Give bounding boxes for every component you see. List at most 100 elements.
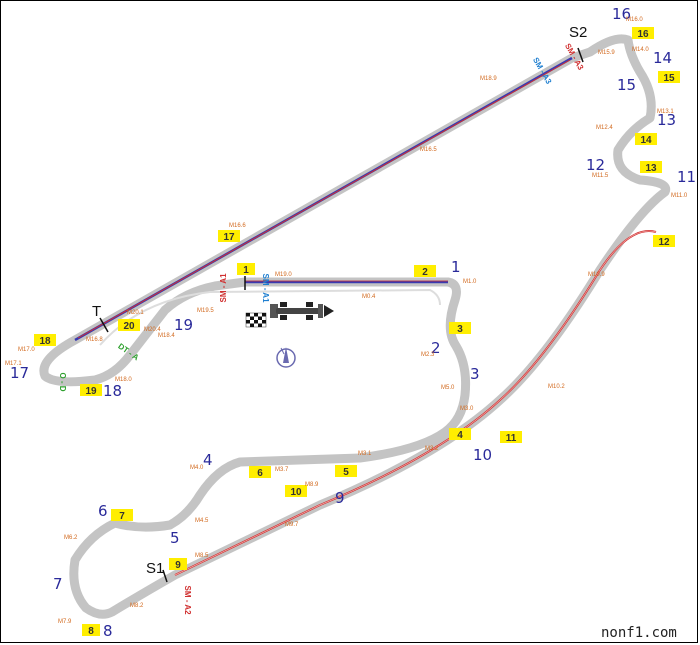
svg-text:20: 20 [123, 321, 135, 332]
marker-label: M20.4 [144, 327, 161, 333]
corner-box-8: 8 [82, 624, 100, 637]
turn-number-17: 17 [10, 364, 29, 382]
marker-label: M3.7 [275, 467, 289, 473]
marker-label: M3.1 [358, 451, 372, 457]
turn-number-8: 8 [103, 622, 113, 640]
marker-label: M8.9 [305, 482, 319, 488]
corner-box-11: 11 [500, 431, 522, 444]
turn-number-10: 10 [473, 446, 492, 464]
marker-label: M16.8 [86, 337, 103, 343]
svg-text:4: 4 [457, 430, 463, 441]
drs-zone-line-inner [174, 230, 657, 576]
marker-label: M13.1 [657, 109, 674, 115]
marker-label: M18.9 [480, 76, 497, 82]
svg-text:5: 5 [343, 467, 349, 478]
svg-text:19: 19 [85, 386, 97, 397]
corner-box-20: 20 [118, 319, 140, 332]
turn-number-19: 19 [174, 316, 193, 334]
marker-label: M20.1 [127, 310, 144, 316]
corner-box-9: 9 [169, 558, 187, 571]
corner-box-13: 13 [640, 161, 662, 174]
svg-text:8: 8 [88, 626, 94, 637]
marker-label: M8.2 [130, 603, 144, 609]
sector-label-s2: S2 [569, 24, 587, 41]
turn-numbers: 1 2 3 4 5 6 7 8 9 10 11 12 13 14 15 16 1… [10, 5, 696, 640]
chequered-flag-icon [245, 312, 267, 328]
corner-box-15: 15 [658, 71, 680, 84]
svg-text:11: 11 [506, 433, 517, 444]
marker-label: M11.5 [592, 173, 609, 179]
corner-box-16: 16 [632, 27, 654, 40]
turn-number-2: 2 [431, 339, 441, 357]
svg-text:3: 3 [457, 324, 463, 335]
marker-label: M10.2 [548, 384, 565, 390]
marker-label: M10.9 [588, 272, 605, 278]
corner-box-19: 19 [80, 384, 102, 397]
marker-label: M14.0 [632, 47, 649, 53]
turn-number-5: 5 [170, 529, 180, 547]
svg-text:6: 6 [257, 468, 263, 479]
svg-text:18: 18 [39, 336, 51, 347]
back-straight-red-line [77, 59, 571, 339]
corner-box-18: 18 [34, 334, 56, 347]
marker-label: M19.0 [275, 272, 292, 278]
f1-car-icon [270, 302, 334, 320]
svg-text:9: 9 [175, 560, 181, 571]
svg-text:7: 7 [119, 511, 125, 522]
marker-label: M16.6 [229, 223, 246, 229]
marker-label: M11.0 [671, 193, 688, 199]
sector-tick-s1 [162, 569, 168, 583]
svg-text:1: 1 [243, 265, 249, 276]
sector-tick-t [99, 317, 109, 333]
turn-number-14: 14 [653, 49, 672, 67]
detection-label-o-d: O - D [58, 372, 67, 391]
marker-label: M9.7 [285, 522, 299, 528]
marker-label: M3.0 [460, 406, 474, 412]
marker-labels: M1.0 M2.3 M3.0 M3.1 M3.2 M3.7 M4.0 M4.5 … [5, 17, 688, 625]
turn-number-6: 6 [98, 502, 108, 520]
turn-number-18: 18 [103, 382, 122, 400]
turn-number-1: 1 [451, 258, 461, 276]
marker-label: M16.0 [626, 17, 643, 23]
svg-text:13: 13 [645, 163, 657, 174]
svg-text:17: 17 [223, 232, 235, 243]
watermark: nonf1.com [601, 625, 677, 641]
corner-box-4: 4 [449, 428, 471, 441]
corner-box-2: 2 [414, 265, 436, 278]
marker-label: M12.4 [596, 125, 613, 131]
corner-box-17: 17 [218, 230, 240, 243]
detection-label-sm-a1-blue: SM - A1 [261, 273, 270, 303]
corner-box-12: 12 [653, 235, 675, 248]
marker-label: M7.9 [58, 619, 72, 625]
marker-label: M4.0 [190, 465, 204, 471]
turn-number-13: 13 [657, 111, 676, 129]
marker-label: M6.2 [64, 535, 78, 541]
detection-label-sm-a1-red: SM - A1 [219, 273, 228, 303]
sector-tick-s2 [577, 47, 584, 63]
marker-label: M17.0 [18, 347, 35, 353]
marker-label: M3.2 [425, 446, 439, 452]
detection-label-sm-a2: SM - A2 [183, 585, 192, 615]
marker-label: M5.0 [441, 385, 455, 391]
marker-label: M18.4 [158, 333, 175, 339]
sector-label-t: T [92, 303, 101, 320]
svg-text:15: 15 [663, 73, 675, 84]
turn-number-9: 9 [335, 489, 345, 507]
turn-number-4: 4 [203, 451, 213, 469]
compass-icon [276, 347, 296, 368]
svg-text:16: 16 [637, 29, 649, 40]
corner-box-7: 7 [111, 509, 133, 522]
corner-box-3: 3 [449, 322, 471, 335]
turn-number-7: 7 [53, 575, 63, 593]
svg-text:10: 10 [290, 487, 302, 498]
marker-label: M18.0 [115, 377, 132, 383]
corner-box-1: 1 [237, 263, 255, 276]
turn-number-3: 3 [470, 365, 480, 383]
turn-number-11: 11 [677, 168, 696, 186]
corner-boxes: 1 2 3 4 5 6 7 8 9 10 11 12 13 14 15 16 1… [34, 27, 680, 637]
corner-box-6: 6 [249, 466, 271, 479]
sector-label-s1: S1 [146, 560, 164, 577]
marker-label: M1.0 [463, 279, 477, 285]
